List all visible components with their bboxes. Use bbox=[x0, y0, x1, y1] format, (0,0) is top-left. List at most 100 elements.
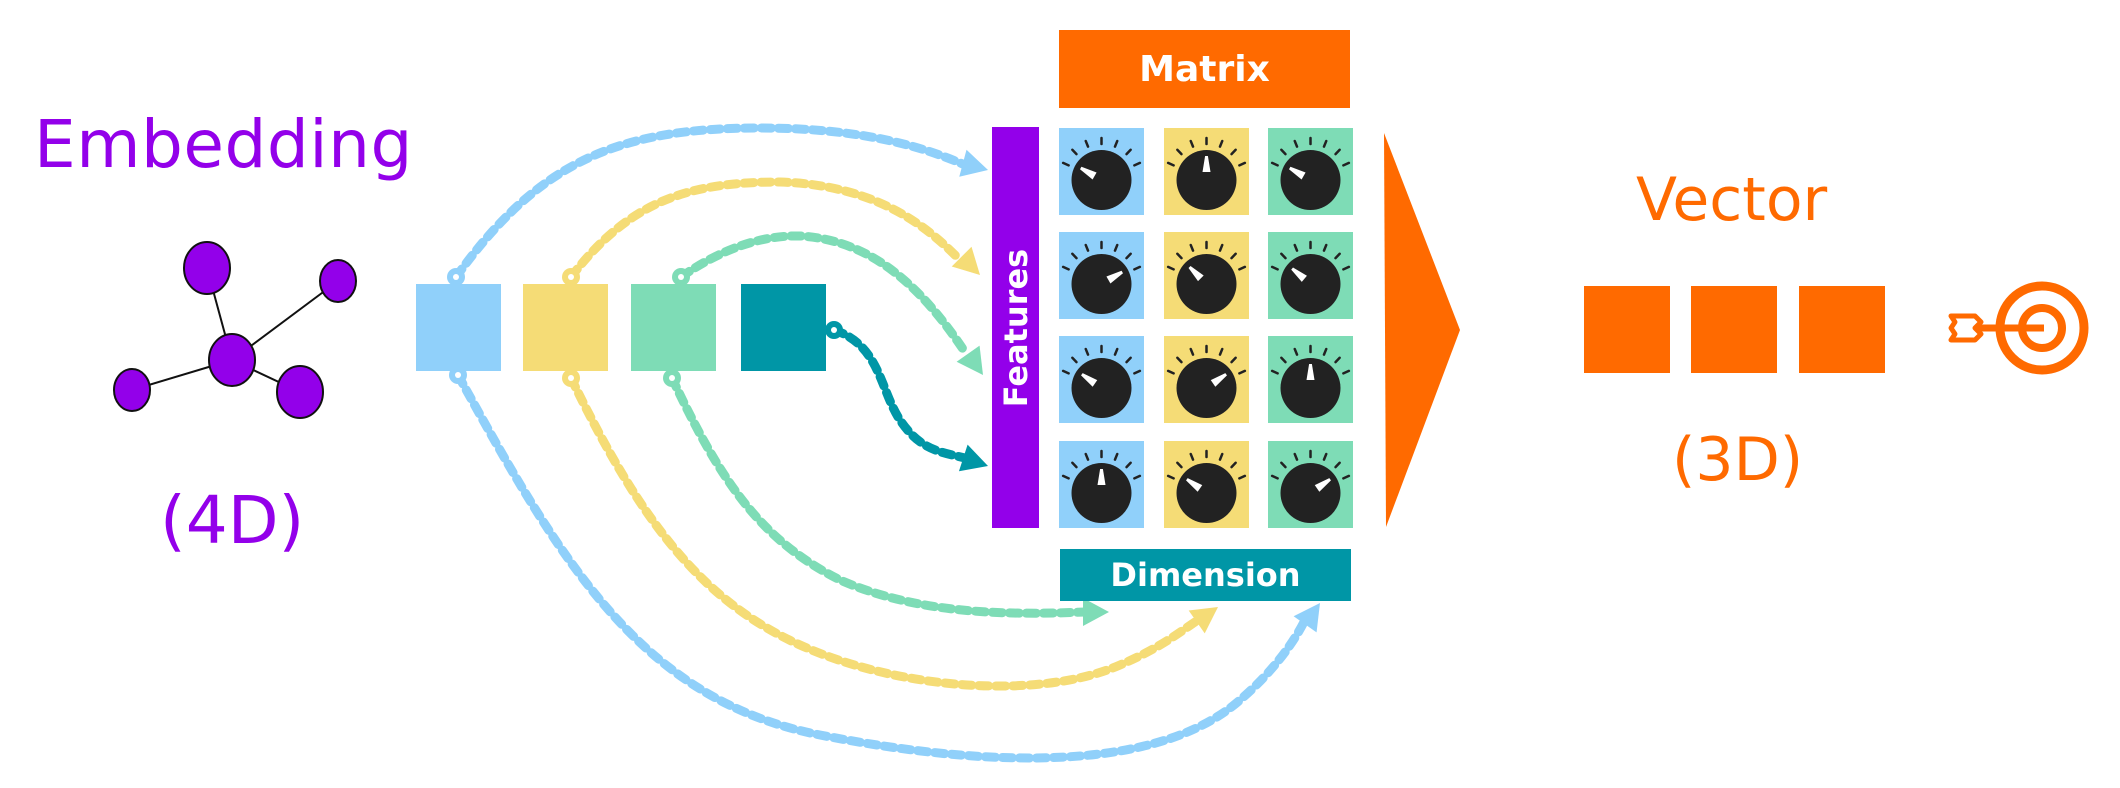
knob-tick bbox=[1342, 161, 1351, 167]
knob-dial bbox=[1071, 254, 1132, 314]
arrowhead-to-features bbox=[951, 246, 980, 275]
vector-cell-3 bbox=[1799, 286, 1885, 373]
knob-tick bbox=[1071, 356, 1078, 364]
knob-dial bbox=[1071, 358, 1132, 418]
knob-needle bbox=[1306, 364, 1315, 380]
knob-tick bbox=[1061, 265, 1070, 271]
knob-tick bbox=[1230, 148, 1237, 156]
knob-tick bbox=[1125, 356, 1132, 364]
knob-cell bbox=[1164, 336, 1249, 423]
knob-tick bbox=[1133, 265, 1142, 271]
knob-tick bbox=[1342, 369, 1351, 375]
knob-tick bbox=[1293, 452, 1299, 461]
features-bar: Features bbox=[992, 127, 1039, 528]
knob-dial bbox=[1176, 254, 1237, 314]
knob-tick bbox=[1230, 356, 1237, 364]
knob-tick bbox=[1238, 161, 1247, 167]
knob-tick bbox=[1334, 148, 1341, 156]
knob-tick bbox=[1218, 243, 1224, 252]
connection-to-features bbox=[451, 123, 970, 282]
knob-tick bbox=[1334, 461, 1341, 469]
knob-dial bbox=[1071, 150, 1132, 210]
knob-tick bbox=[1061, 161, 1070, 167]
knob-tick bbox=[1113, 243, 1119, 252]
arrowhead-to-features bbox=[959, 149, 988, 177]
knob-tick bbox=[1230, 252, 1237, 260]
target-arrow-icon bbox=[1948, 281, 2089, 375]
knob-dial bbox=[1280, 254, 1341, 314]
knob-tick bbox=[1334, 356, 1341, 364]
knob-needle bbox=[1106, 270, 1123, 284]
knob-tick bbox=[1133, 369, 1142, 375]
knob-dial bbox=[1071, 463, 1132, 523]
knob-tick bbox=[1322, 139, 1328, 148]
knob-tick bbox=[1166, 474, 1175, 480]
knob-tick bbox=[1071, 252, 1078, 260]
knob-tick bbox=[1176, 252, 1183, 260]
dimension-label: Dimension bbox=[1110, 556, 1301, 594]
knob-needle bbox=[1210, 373, 1227, 387]
knob-tick bbox=[1270, 161, 1279, 167]
knob-tick bbox=[1238, 369, 1247, 375]
knob-needle bbox=[1080, 166, 1097, 180]
vector-cell-1 bbox=[1584, 286, 1670, 373]
knob-tick bbox=[1166, 369, 1175, 375]
arrowhead-to-dimension bbox=[1083, 598, 1109, 626]
connection-to-dimension bbox=[453, 370, 1310, 763]
graph-node-right bbox=[319, 259, 357, 303]
knob-tick bbox=[1166, 161, 1175, 167]
knob-tick bbox=[1342, 265, 1351, 271]
knob-tick bbox=[1061, 369, 1070, 375]
knob-matrix bbox=[1059, 128, 1353, 528]
arrowhead-to-dimension bbox=[1293, 603, 1320, 633]
knob-tick bbox=[1084, 452, 1090, 461]
knob-needle bbox=[1186, 478, 1203, 492]
knob-tick bbox=[1218, 452, 1224, 461]
knob-needle bbox=[1291, 267, 1307, 282]
graph-node-bottom-right bbox=[276, 365, 324, 419]
knob-tick bbox=[1133, 474, 1142, 480]
knob-dial bbox=[1176, 463, 1237, 523]
connection-start-dot-center bbox=[669, 375, 675, 381]
knob-tick bbox=[1238, 474, 1247, 480]
knob-tick bbox=[1218, 347, 1224, 356]
knob-dial bbox=[1280, 358, 1341, 418]
knob-cell bbox=[1268, 441, 1353, 528]
knob-dial bbox=[1176, 150, 1237, 210]
knob-tick bbox=[1293, 347, 1299, 356]
knob-cell bbox=[1268, 128, 1353, 215]
knob-tick bbox=[1176, 148, 1183, 156]
knob-tick bbox=[1176, 356, 1183, 364]
connection-start-dot-center bbox=[831, 327, 837, 333]
knob-tick bbox=[1238, 265, 1247, 271]
knob-tick bbox=[1189, 452, 1195, 461]
arrowhead-to-features bbox=[958, 444, 988, 472]
network-graph-icon bbox=[113, 241, 357, 419]
knob-dial bbox=[1280, 463, 1341, 523]
knob-tick bbox=[1280, 461, 1287, 469]
embedding-cell-1 bbox=[416, 284, 501, 371]
transform-triangle bbox=[1384, 133, 1460, 527]
knob-tick bbox=[1293, 243, 1299, 252]
knob-needle bbox=[1097, 469, 1106, 485]
knob-dial bbox=[1176, 358, 1237, 418]
transform-arrow-icon bbox=[1384, 133, 1460, 527]
features-label: Features bbox=[996, 248, 1035, 407]
connection-to-dimension bbox=[566, 373, 1200, 691]
knob-tick bbox=[1125, 461, 1132, 469]
vector-cells bbox=[1584, 286, 1885, 373]
knob-cell bbox=[1059, 128, 1144, 215]
connection-to-features bbox=[829, 325, 970, 463]
knob-tick bbox=[1084, 347, 1090, 356]
knob-tick bbox=[1061, 474, 1070, 480]
connection-to-dimension bbox=[667, 373, 1090, 618]
embedding-cell-2 bbox=[523, 284, 608, 371]
knob-dial bbox=[1280, 150, 1341, 210]
graph-node-left bbox=[113, 368, 151, 412]
knob-tick bbox=[1280, 252, 1287, 260]
knob-tick bbox=[1342, 474, 1351, 480]
arrowhead-to-features bbox=[956, 345, 983, 375]
knob-tick bbox=[1189, 139, 1195, 148]
